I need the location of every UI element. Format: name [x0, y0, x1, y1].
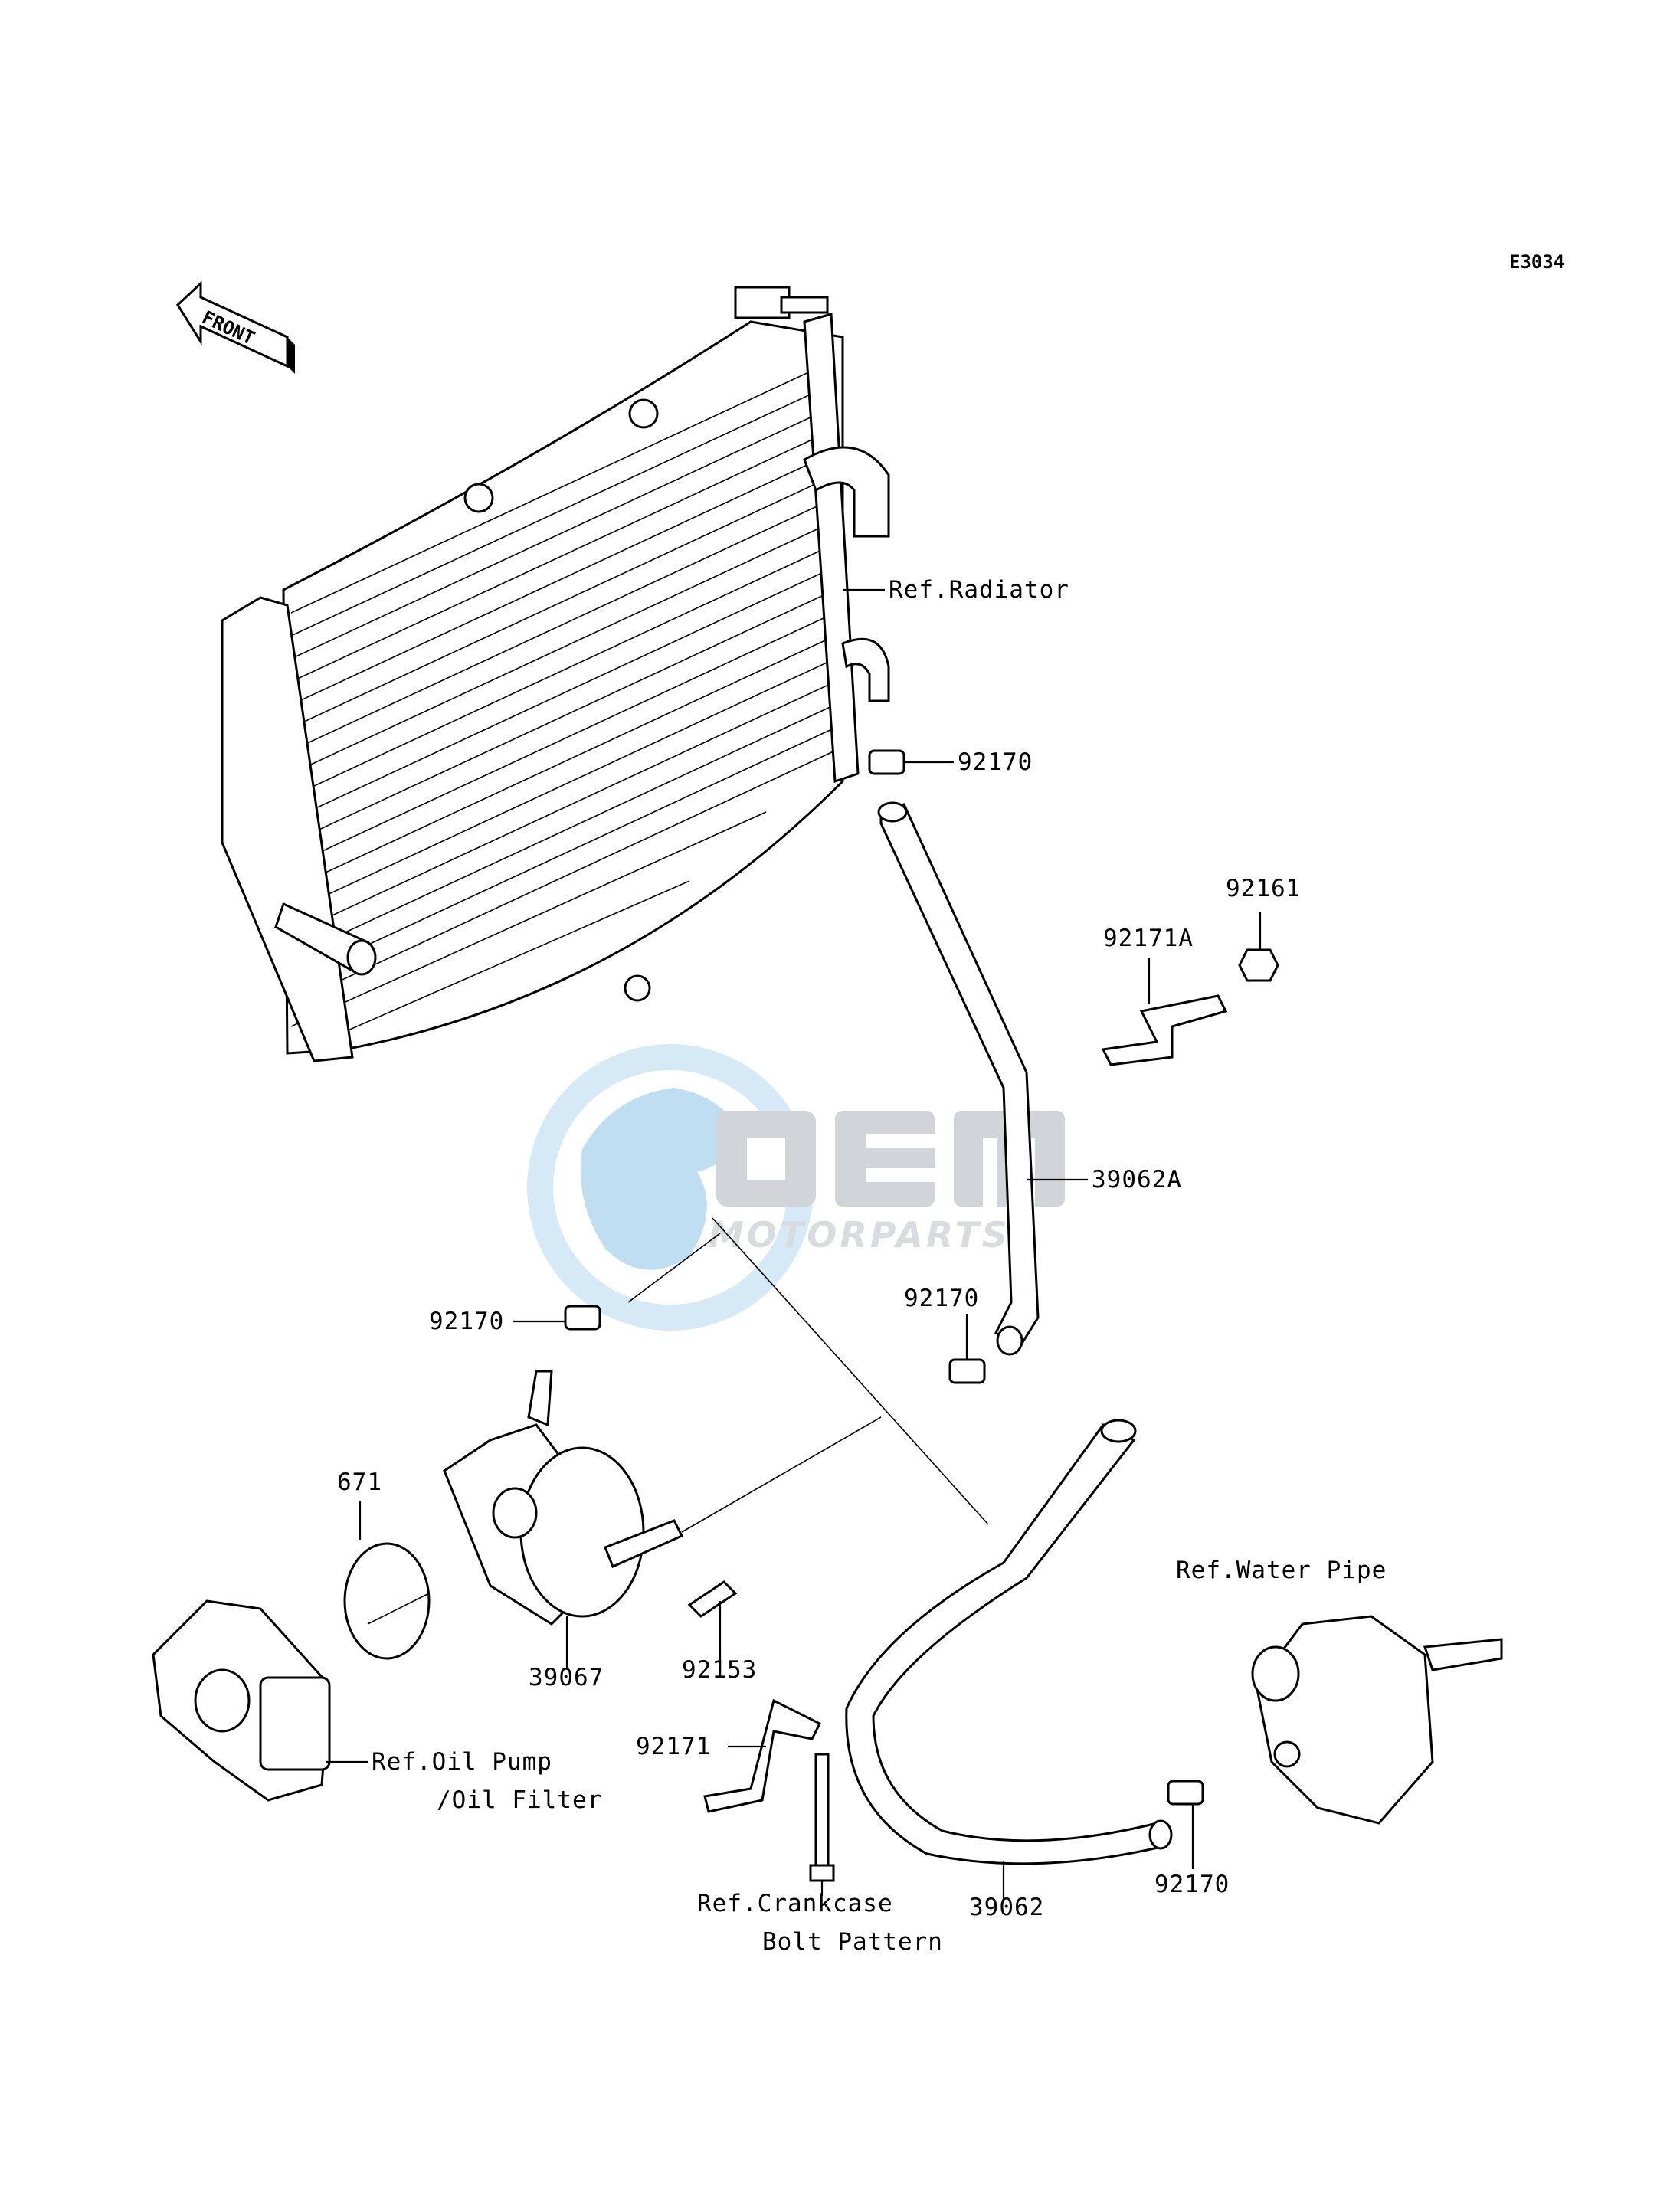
oem-watermark: MOTORPARTS [527, 1044, 1065, 1331]
watermark-letter-o-hole [747, 1138, 785, 1180]
assembly-guide-line-1 [712, 1217, 989, 1525]
watermark-letter-m-cut1 [983, 1138, 997, 1210]
ref-oil-pump-label-line1: Ref.Oil Pump [372, 1748, 552, 1776]
o-ring-671 [343, 1542, 431, 1660]
radiator-mount-tab-2 [463, 483, 494, 513]
water-pipe [1251, 1615, 1503, 1825]
oil-cooler-body [519, 1446, 645, 1618]
crankcase-bolt [814, 1753, 830, 1871]
radiator [221, 286, 890, 1062]
oil-pump-flange [259, 1676, 331, 1771]
label-92170-left: 92170 [429, 1308, 504, 1335]
hose-39062-bottom-end [1148, 1819, 1173, 1850]
hose-clamp-92170-left [564, 1305, 601, 1331]
hose-39062A-top-end [877, 801, 908, 823]
water-pipe-outlet [1423, 1638, 1503, 1671]
bracket-92171A [1101, 994, 1228, 1066]
oil-cooler-inlet-pipe [527, 1370, 553, 1427]
water-pipe-body [1255, 1615, 1434, 1825]
hose-clamp-92170-top [868, 749, 905, 775]
front-arrow: FRONT [176, 280, 295, 374]
hose-clamp-92170-bottom-right [1167, 1780, 1204, 1806]
watermark-globe [581, 1088, 743, 1270]
oil-cooler-39067 [443, 1370, 684, 1626]
label-39067: 39067 [529, 1664, 604, 1691]
hose-39062A [879, 803, 1040, 1351]
nut-92161 [1238, 948, 1279, 982]
label-92170-mid-right: 92170 [904, 1285, 979, 1312]
watermark-letter-e [835, 1111, 935, 1207]
label-671: 671 [337, 1468, 382, 1496]
hose-39062-top-end [1100, 1419, 1137, 1443]
radiator-upper-hose-outlet [803, 446, 890, 538]
diagram-code: E3034 [1509, 251, 1564, 273]
watermark-subtext: MOTORPARTS [709, 1214, 1010, 1256]
ref-crankcase-label-line2: Bolt Pattern [762, 1928, 943, 1956]
assembly-guide-line-4 [627, 1233, 721, 1303]
oil-pump-port [194, 1668, 251, 1733]
hose-39062 [845, 1423, 1166, 1865]
label-92171A: 92171A [1103, 925, 1194, 952]
radiator-lower-outlet [841, 637, 890, 702]
ref-crankcase-label-line1: Ref.Crankcase [697, 1890, 893, 1917]
label-39062A: 39062A [1092, 1166, 1182, 1193]
hose-39062A-bottom-end [996, 1325, 1023, 1356]
radiator-mount-tab-1 [628, 398, 659, 429]
radiator-core [282, 320, 844, 1055]
bolt-92153 [687, 1580, 738, 1618]
radiator-fins [290, 359, 836, 1043]
radiator-right-tank [803, 313, 860, 784]
oil-cooler-outlet-pipe [604, 1519, 684, 1569]
front-arrow-shadow [287, 337, 295, 374]
water-pipe-port [1251, 1645, 1300, 1702]
radiator-left-inlet-end [346, 939, 377, 976]
crankcase-bolt-head [809, 1864, 835, 1882]
radiator-filler-neck [780, 296, 829, 314]
ref-water-pipe-label: Ref.Water Pipe [1176, 1557, 1387, 1584]
label-39062: 39062 [969, 1894, 1044, 1921]
assembly-guide-line-2 [681, 1416, 882, 1533]
ref-oil-pump-label-line2: /Oil Filter [437, 1786, 602, 1814]
radiator-mount-tab-3 [624, 974, 651, 1002]
watermark-letter-e-cut2 [866, 1168, 938, 1182]
ref-radiator-label: Ref.Radiator [889, 576, 1069, 604]
label-92161: 92161 [1226, 875, 1301, 902]
assembly-guide-line-3 [367, 1593, 430, 1625]
label-92153: 92153 [682, 1656, 757, 1684]
hose-clamp-92170-mid-right [948, 1358, 986, 1384]
water-pipe-fitting [1273, 1740, 1301, 1768]
bracket-92171 [703, 1698, 822, 1813]
label-92171: 92171 [636, 1733, 711, 1760]
oil-cooler-center [492, 1487, 538, 1539]
watermark-letter-e-cut1 [866, 1134, 938, 1148]
label-92170-bottom-right: 92170 [1154, 1871, 1230, 1898]
label-92170-top: 92170 [958, 748, 1033, 776]
